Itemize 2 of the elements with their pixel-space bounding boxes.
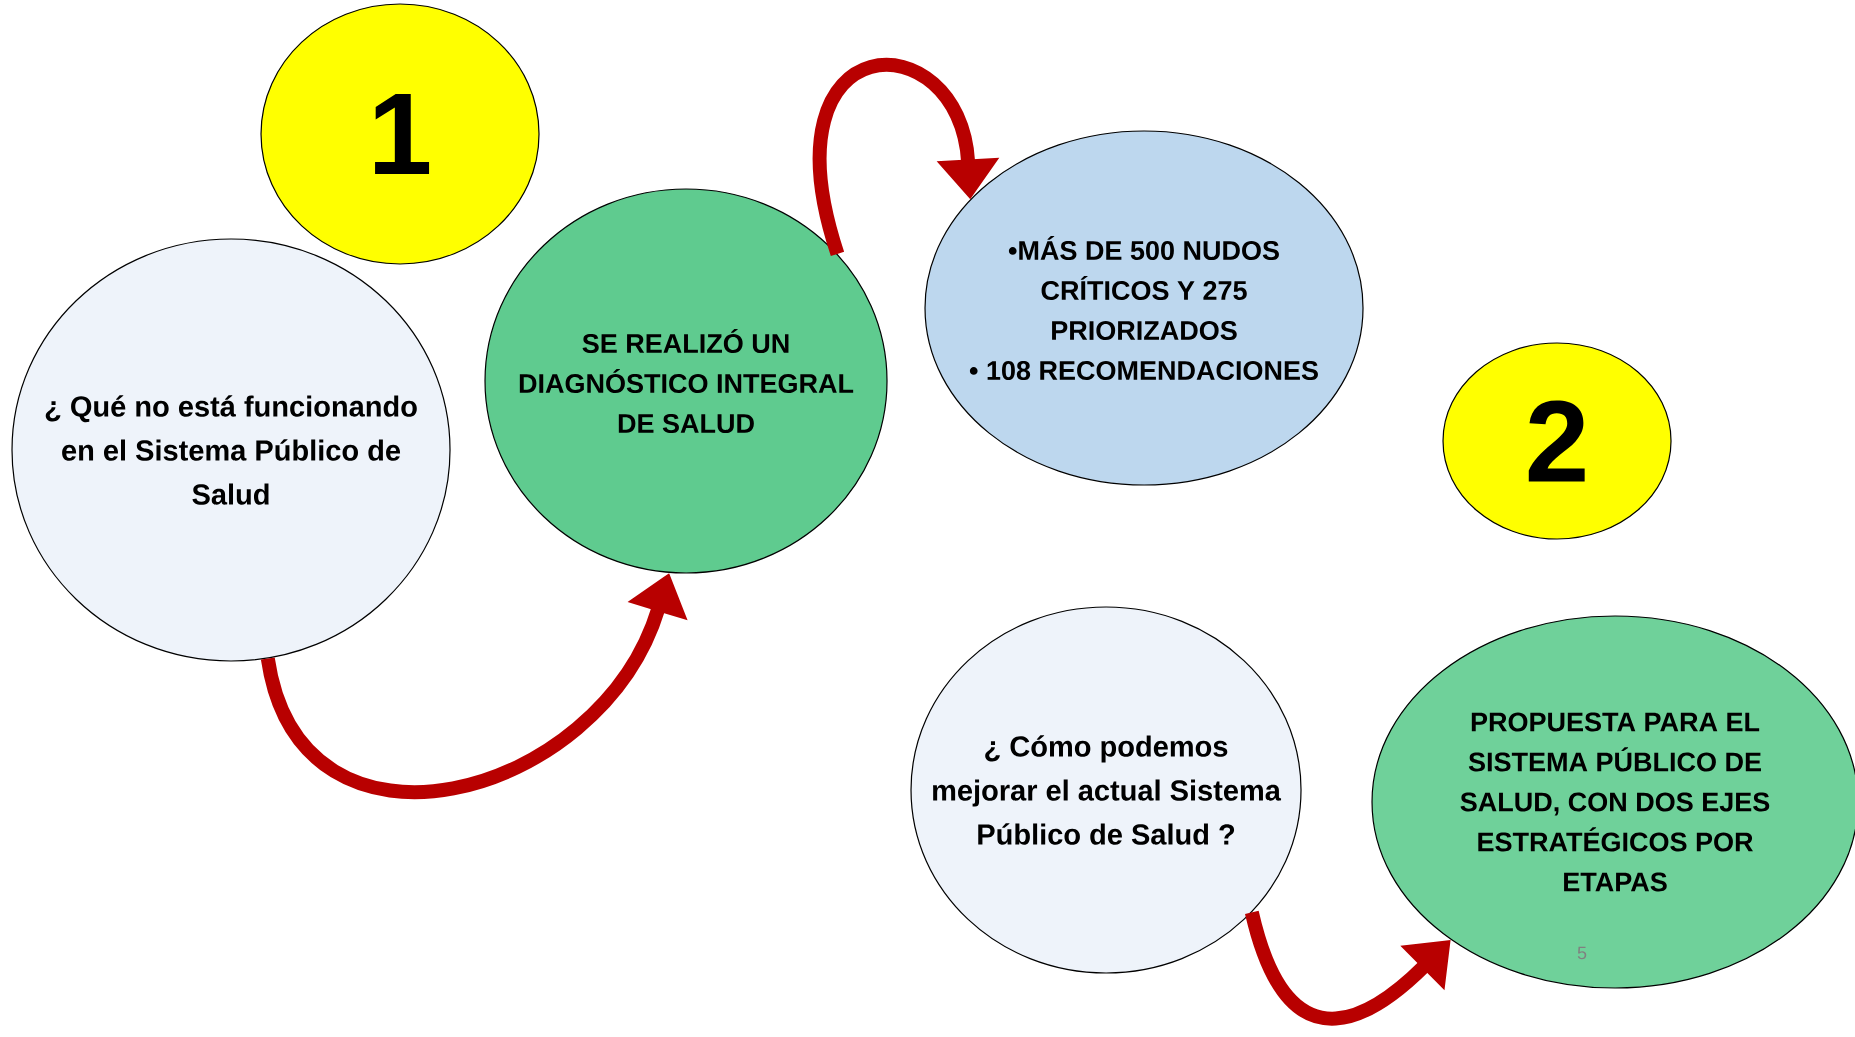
curved-arrow	[812, 58, 1000, 256]
page-number: 5	[1577, 946, 1587, 960]
